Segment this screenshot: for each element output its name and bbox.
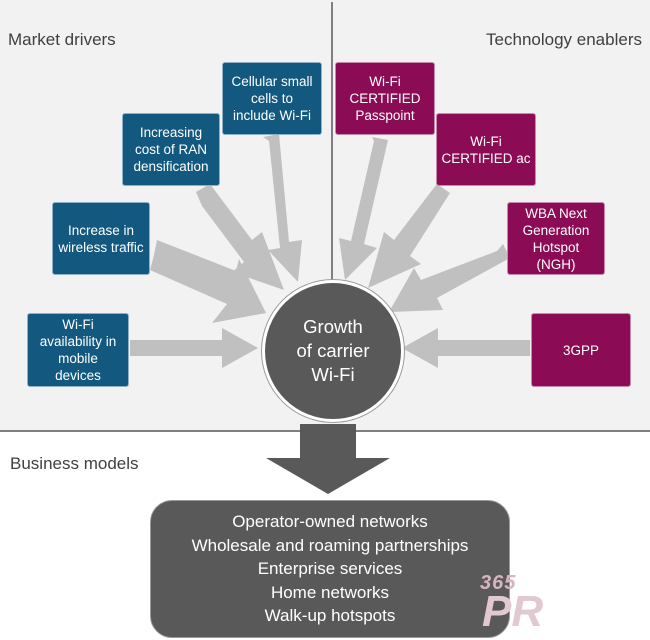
- logo-letters: PR: [482, 587, 544, 636]
- business-models-box: Operator-owned networks Wholesale and ro…: [150, 500, 510, 638]
- arrow-certified-ac: [368, 184, 450, 288]
- hub-circle: Growth of carrier Wi-Fi: [262, 280, 404, 422]
- business-models-heading: Business models: [10, 454, 139, 473]
- arrow-wireless-traffic: [150, 240, 266, 323]
- business-model-item: Enterprise services: [257, 559, 403, 579]
- technology-enabler-box: WBA Next Generation Hotspot (NGH): [507, 202, 605, 275]
- watermark-logo: 365 PR: [476, 572, 546, 638]
- arrow-ran-cost: [196, 184, 284, 290]
- market-driver-box: Cellular small cells to include Wi-Fi: [222, 62, 322, 135]
- technology-enabler-box: Wi-Fi CERTIFIED Passpoint: [335, 62, 435, 135]
- technology-enabler-box: 3GPP: [531, 313, 631, 387]
- market-driver-box: Wi-Fi availability in mobile devices: [27, 313, 129, 387]
- market-driver-box: Increasing cost of RAN densification: [122, 113, 220, 186]
- business-model-item: Walk-up hotspots: [264, 606, 396, 626]
- market-driver-box: Increase in wireless traffic: [52, 202, 150, 275]
- arrow-3gpp: [402, 328, 530, 368]
- business-model-item: Home networks: [270, 582, 390, 602]
- inbound-arrows: [130, 134, 530, 368]
- market-drivers-heading: Market drivers: [8, 30, 116, 49]
- technology-enablers-heading: Technology enablers: [486, 30, 642, 49]
- technology-enabler-box: Wi-Fi CERTIFIED ac: [436, 113, 536, 186]
- arrow-wifi-availability: [130, 328, 258, 368]
- business-model-item: Wholesale and roaming partnerships: [191, 535, 469, 555]
- vertical-divider: [331, 2, 333, 280]
- arrow-small-cells: [263, 134, 302, 282]
- down-arrow: [266, 424, 390, 494]
- business-model-item: Operator-owned networks: [232, 512, 428, 532]
- logo-number: 365: [480, 572, 517, 594]
- arrow-ngh: [389, 244, 510, 312]
- arrow-passpoint: [339, 137, 388, 280]
